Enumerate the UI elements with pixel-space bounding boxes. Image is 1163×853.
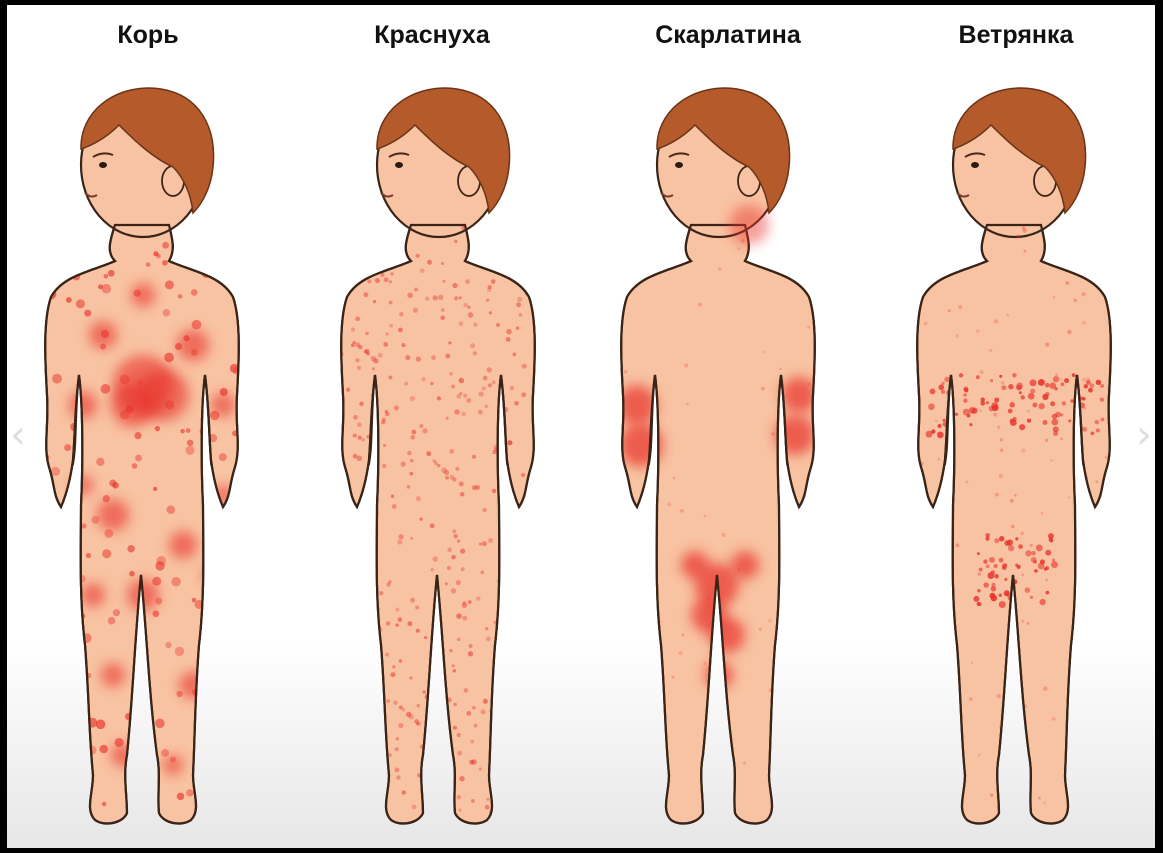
body-silhouette <box>621 225 815 824</box>
eye <box>971 162 979 168</box>
scarlet-fever-illustration <box>599 75 861 845</box>
label-measles: Корь <box>28 21 268 50</box>
rubella-illustration <box>319 75 581 845</box>
child-figure-measles <box>23 75 285 845</box>
eye <box>395 162 403 168</box>
eye <box>675 162 683 168</box>
label-scarlet-fever: Скарлатина <box>608 21 848 50</box>
image-frame: ‹ › Корь Краснуха Скарлатина Ветрянка <box>7 5 1155 848</box>
measles-illustration <box>23 75 285 845</box>
body-silhouette <box>341 225 535 824</box>
body-silhouette <box>45 225 239 824</box>
eye <box>99 162 107 168</box>
child-figure-scarlet-fever <box>599 75 861 845</box>
child-figure-rubella <box>319 75 581 845</box>
label-rubella: Краснуха <box>312 21 552 50</box>
chickenpox-illustration <box>895 75 1155 845</box>
label-chickenpox: Ветрянка <box>896 21 1136 50</box>
body-silhouette <box>917 225 1111 824</box>
child-figure-chickenpox <box>895 75 1155 845</box>
